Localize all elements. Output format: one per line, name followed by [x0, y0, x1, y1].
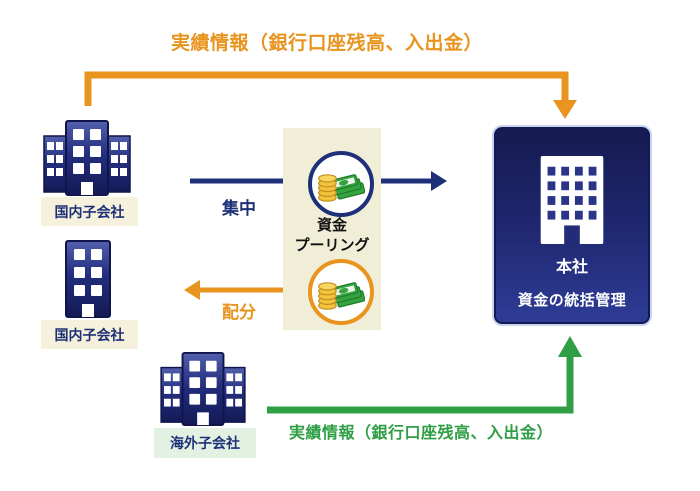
- tower-building-icon: [64, 239, 112, 324]
- distribution-label: 配分: [222, 303, 256, 322]
- bottom-report-arrowhead: [558, 336, 582, 357]
- headquarters-panel: 本社 資金の統括管理: [494, 127, 650, 324]
- concentration-arrowhead: [431, 171, 447, 191]
- pooling-circle-bottom: [308, 259, 374, 325]
- top-report-arrowhead: [553, 100, 577, 119]
- pooling-label-line2: プーリング: [294, 237, 370, 254]
- hq-subtitle: 資金の統括管理: [517, 292, 627, 309]
- coin-stack: [318, 282, 337, 310]
- office-building-icon: [43, 119, 131, 202]
- hq-building-icon: [540, 155, 604, 245]
- label-domestic-subsidiary-1: 国内子会社: [41, 197, 138, 226]
- coin-stack: [318, 174, 337, 202]
- hq-title: 本社: [555, 259, 588, 276]
- top-report-arrow-line: [84, 71, 569, 106]
- money-stack-icon: [318, 174, 365, 202]
- label-domestic-subsidiary-2: 国内子会社: [41, 320, 138, 349]
- bottom-report-label: 実績情報（銀行口座残高、入出金）: [288, 425, 553, 442]
- pooling-label-line1: 資金: [316, 217, 347, 234]
- pooling-circle-top: [308, 151, 374, 217]
- distribution-arrowhead: [184, 280, 200, 300]
- money-stack-icon: [318, 282, 365, 310]
- pooling-label: 資金 プーリング: [283, 216, 381, 256]
- top-report-label: 実績情報（銀行口座残高、入出金）: [170, 33, 483, 54]
- concentration-label: 集中: [222, 199, 256, 218]
- label-overseas-subsidiary: 海外子会社: [154, 428, 256, 458]
- bottom-report-arrow-line: [267, 354, 574, 414]
- office-building-icon: [157, 351, 249, 432]
